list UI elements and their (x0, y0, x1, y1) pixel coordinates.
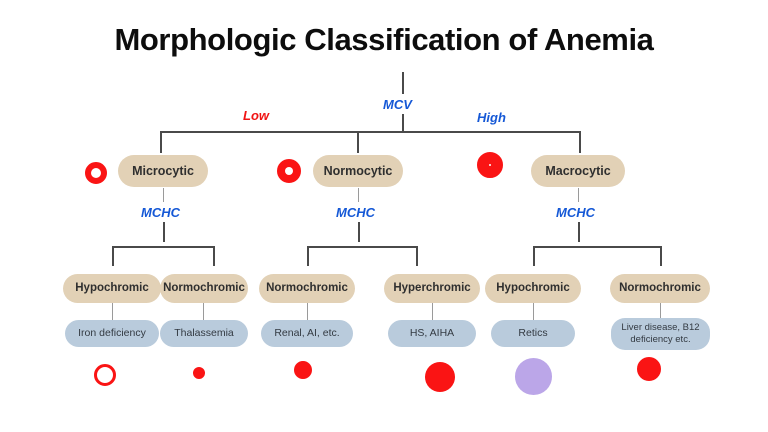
node-normochromic-1[interactable]: Normochromic (160, 274, 248, 303)
connector-mchc-3-drop (578, 222, 580, 242)
leaf-renal-ai[interactable]: Renal, AI, etc. (261, 320, 353, 347)
node-hyperchromic[interactable]: Hyperchromic (384, 274, 480, 303)
node-macrocytic[interactable]: Macrocytic (531, 155, 625, 187)
connector-mchc-2-drop (358, 222, 360, 242)
node-normochromic-3[interactable]: Normochromic (610, 274, 710, 303)
node-microcytic[interactable]: Microcytic (118, 155, 208, 187)
node-hypochromic-2[interactable]: Hypochromic (485, 274, 581, 303)
connector-t3-t4-5 (533, 303, 535, 320)
connector-mchc-1-leg-a (112, 246, 114, 266)
rbc-icon-normocytic (277, 159, 301, 183)
connector-mchc-3-leg-a (533, 246, 535, 266)
rbc-icon-hyperchromic-solid (425, 362, 455, 392)
label-mchc-macrocytic: MCHC (556, 205, 595, 220)
leaf-hs-aiha[interactable]: HS, AIHA (388, 320, 476, 347)
connector-mchc-2-leg-b (416, 246, 418, 266)
connector-mchc-1-drop (163, 222, 165, 242)
connector-mchc-3-leg-b (660, 246, 662, 266)
rbc-icon-medium-ring (294, 361, 312, 379)
connector-t3-t4-6 (660, 303, 662, 320)
connector-mchc-2-bus (307, 246, 417, 248)
connector-tier2-bus (160, 131, 580, 133)
connector-t3-t4-3 (307, 303, 309, 320)
connector-macrocytic-stem (578, 188, 580, 202)
rbc-icon-hypochromic-thin-ring (94, 364, 116, 386)
node-normochromic-2[interactable]: Normochromic (259, 274, 355, 303)
label-mchc-normocytic: MCHC (336, 205, 375, 220)
connector-t3-t4-1 (112, 303, 114, 320)
connector-normocytic-stem (358, 188, 360, 202)
connector-tier2-drop-2 (357, 131, 359, 153)
node-hypochromic-1[interactable]: Hypochromic (63, 274, 161, 303)
leaf-retics[interactable]: Retics (491, 320, 575, 347)
leaf-thalassemia[interactable]: Thalassemia (160, 320, 248, 347)
page-title: Morphologic Classification of Anemia (114, 22, 654, 57)
rbc-icon-macrocytic (477, 152, 503, 178)
reticulocyte-icon-solid-purple (515, 358, 552, 395)
connector-tier2-drop-1 (160, 131, 162, 153)
leaf-liver-disease-b12[interactable]: Liver disease, B12 deficiency etc. (611, 318, 710, 350)
branch-label-low: Low (243, 108, 269, 123)
node-normocytic[interactable]: Normocytic (313, 155, 403, 187)
connector-mchc-2-leg-a (307, 246, 309, 266)
label-mchc-microcytic: MCHC (141, 205, 180, 220)
connector-microcytic-stem (163, 188, 165, 202)
connector-mchc-3-bus (533, 246, 661, 248)
connector-t3-t4-4 (432, 303, 434, 320)
connector-t3-t4-2 (203, 303, 205, 320)
connector-root-drop (402, 114, 404, 132)
connector-root-stem (402, 72, 404, 94)
connector-mchc-1-leg-b (213, 246, 215, 266)
leaf-iron-deficiency[interactable]: Iron deficiency (65, 320, 159, 347)
rbc-icon-microcytic (85, 162, 107, 184)
connector-tier2-drop-3 (579, 131, 581, 153)
rbc-icon-small-ring (193, 367, 205, 379)
root-label-mcv: MCV (383, 97, 412, 112)
branch-label-high: High (477, 110, 506, 125)
connector-mchc-1-bus (112, 246, 214, 248)
rbc-icon-macrocytic-large-ring (637, 357, 661, 381)
